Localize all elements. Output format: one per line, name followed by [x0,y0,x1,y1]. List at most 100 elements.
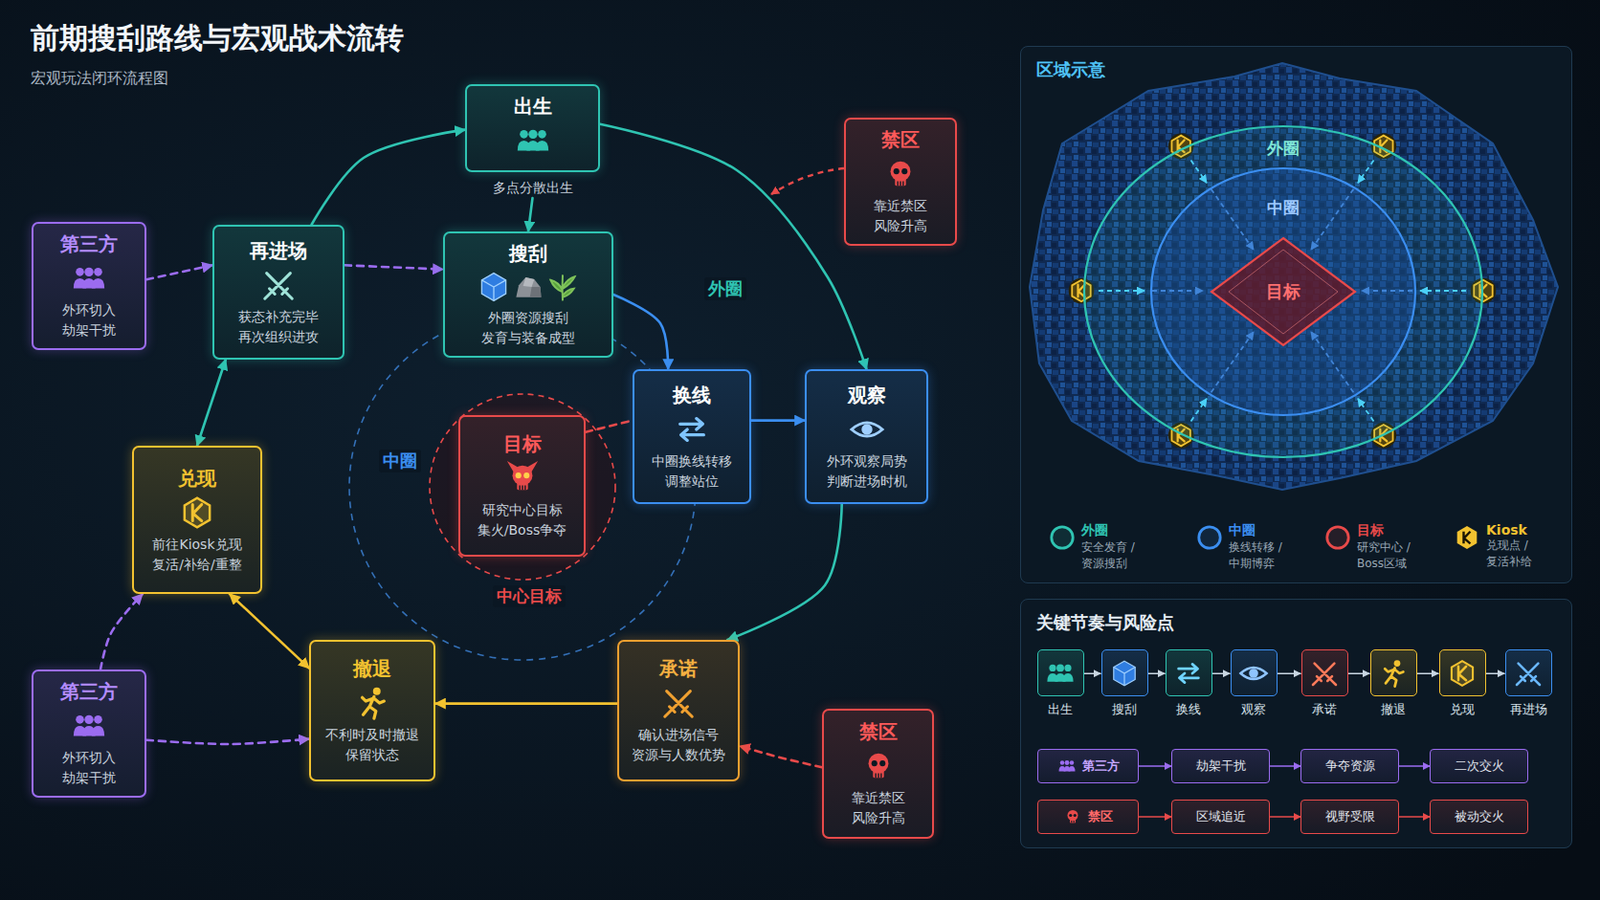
icon-part [516,482,528,491]
icon-part [534,140,548,151]
box-body: 研究中心目标 集火/Boss争夺 [466,500,578,541]
icon-part [1248,668,1259,679]
icon-part [1394,660,1401,667]
ring-outline [1084,126,1483,458]
flow-box-frame: 第三方外环切入 劫架干扰 [31,669,147,799]
zone-ring: 外圈中圈目标 [1082,124,1485,460]
rhythm-arrow [1277,672,1301,675]
icon-part [1113,661,1135,687]
box-heading: 第三方 [60,679,118,705]
box-heading: 目标 [503,431,542,457]
flow-box-frame: 禁区靠近禁区 风险升高 [844,117,957,246]
tile-label: 观察 [1241,701,1267,719]
diamond-inner [1228,249,1338,334]
tile-frame [1301,649,1349,697]
flow-box: 第三方外环切入 劫架干扰 [31,669,147,799]
icon [879,155,922,193]
box-body: 外环观察局势 判断进场时机 [812,451,921,492]
icon-part [91,278,105,289]
icon-part [75,267,85,277]
legend-text: 中圈 [1228,522,1302,540]
icon-part [1113,666,1135,686]
flow-box-frame: 再进场获态补充完毕 再次组织进攻 [212,224,345,360]
rhythm-arrow [1269,765,1301,768]
icon [67,260,111,297]
icon [476,269,580,305]
flow-box: 承诺确认进场信号 资源与人数优势 [617,640,740,782]
icon [1238,658,1269,689]
chip-label: 第三方 [1082,757,1120,776]
legend-note: 研究中心 / Boss区域 [1356,539,1430,573]
box-heading: 再进场 [249,238,308,264]
legend-text: 外圈 [1081,522,1155,540]
chip-label: 争夺资源 [1325,757,1376,776]
flow-box-frame: 搜刮外圈资源搜刮 发育与装备成型 [443,231,614,358]
tile-frame [1165,649,1213,697]
target-diamond: 目标 [1209,236,1357,348]
icon-part [1068,760,1074,766]
icon-part [265,272,293,299]
risk-chip: 被动交火 [1429,800,1529,835]
zone-label: 外圈 [704,277,747,301]
icon-part [1464,532,1471,545]
chip-label: 视野受限 [1325,808,1376,826]
icon-part [528,130,537,139]
panel-heading: 关键节奏与风险点 [1036,611,1175,635]
icon-part [75,715,85,725]
box-heading: 撤退 [353,656,392,682]
icon-part [184,497,210,527]
icon-part [875,774,882,779]
risk-chip: 禁区 [1037,800,1139,835]
icon [1109,658,1140,689]
icon-part [879,760,886,767]
flow-box-frame: 观察外环观察局势 判断进场时机 [804,369,929,505]
panel-ground [1020,45,1573,584]
box-body: 多点分散出生 [465,177,600,199]
zone-label: 中圈 [378,449,422,473]
flow-box: 禁区靠近禁区 风险升高 [844,117,957,246]
icon [176,494,219,532]
rhythm-arrow [1138,816,1172,819]
legend-text: Kiosk [1486,522,1559,538]
rhythm-arrow [1417,672,1439,675]
flow-box: 目标研究中心目标 集火/Boss争夺 [458,415,586,557]
box-body: 外环切入 劫架干扰 [39,300,139,341]
zone-ring: 中圈目标 [1149,166,1418,418]
tile-label: 再进场 [1510,701,1548,719]
risk-chip: 争夺资源 [1300,749,1400,784]
flow-connector [727,504,843,641]
rhythm-tile: 再进场 [1504,649,1553,719]
rhythm-tile: 观察 [1229,649,1278,719]
legend-item: 外圈安全发育 / 资源搜刮 [1048,522,1155,573]
risk-chip: 区域追近 [1171,800,1270,835]
icon-part [1240,667,1267,680]
flow-box: 兑现前往Kiosk兑现 复活/补给/重整 [132,445,263,595]
map-terrain [1029,63,1558,490]
icon-part [901,168,908,175]
rhythm-tile: 撤退 [1369,649,1418,719]
icon-part [1458,666,1467,680]
icon [857,748,900,785]
box-heading: 出生 [513,93,553,119]
icon-part [93,715,103,725]
tile-frame [1037,649,1085,697]
box-heading: 第三方 [60,231,118,257]
flow-connector [146,265,213,280]
icon-part [514,472,521,479]
icon-part [550,274,575,301]
icon-part [1451,661,1473,687]
box-body: 外环切入 劫架干扰 [39,748,139,789]
flow-box: 第三方外环切入 劫架干扰 [31,222,147,351]
tile-frame [1439,649,1487,697]
icon-part [519,130,529,139]
flow-connector [751,419,805,423]
flow-box-frame: 禁区靠近禁区 风险升高 [822,709,934,840]
info-panel: 区域示意外圈中圈目标 [1020,45,1573,584]
flow-box-frame: 第三方外环切入 劫架干扰 [31,222,147,351]
chip-label: 二次交火 [1454,757,1505,776]
box-body: 靠近禁区 风险升高 [829,788,927,829]
rhythm-tile: 换线 [1164,649,1213,719]
flow-box: 搜刮外圈资源搜刮 发育与装备成型 [443,231,614,358]
